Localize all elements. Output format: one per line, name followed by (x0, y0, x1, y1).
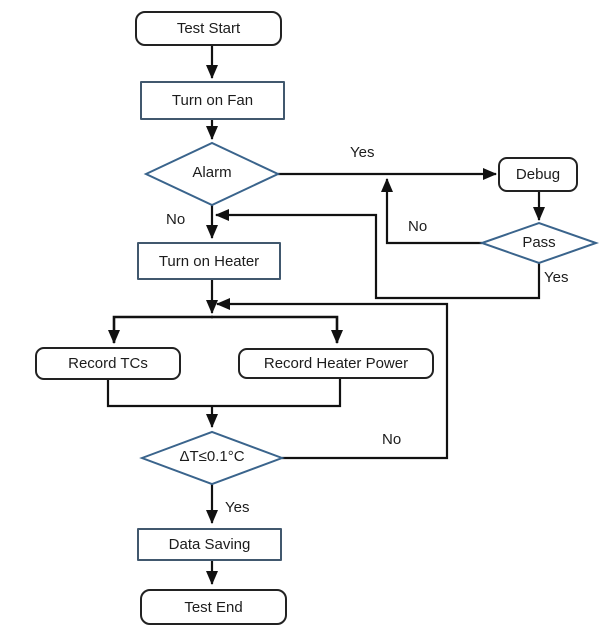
edge-label-pass-yes: Yes (544, 269, 569, 286)
node-test-start-label: Test Start (176, 20, 241, 37)
node-record-tcs: Record TCs (35, 347, 181, 380)
node-alarm-label: Alarm (192, 164, 232, 181)
edge-split-to-record-tcs (108, 315, 213, 344)
edge-split-to-record-heater-power (211, 315, 343, 344)
edge-record-merge (106, 378, 342, 408)
node-turn-on-heater-label: Turn on Heater (158, 252, 260, 270)
node-turn-on-heater: Turn on Heater (137, 242, 281, 280)
edge-label-delta-t-yes: Yes (225, 499, 250, 516)
node-test-end-label: Test End (184, 598, 243, 616)
node-delta-t-label: ΔT≤0.1°C (179, 448, 245, 465)
edge-pass-yes-return (215, 209, 541, 300)
node-turn-on-fan-label: Turn on Fan (171, 92, 254, 109)
node-data-saving-label: Data Saving (168, 536, 251, 553)
node-test-end: Test End (140, 589, 287, 625)
node-test-start: Test Start (135, 11, 282, 46)
node-pass-label: Pass (522, 234, 556, 251)
edge-label-alarm-no: No (166, 211, 186, 228)
edge-label-delta-t-no: No (382, 431, 402, 448)
node-debug: Debug (498, 157, 578, 192)
delta-t-decision-shape (139, 430, 285, 486)
edge-label-alarm-yes: Yes (350, 144, 375, 161)
node-record-heater-power: Record Heater Power (238, 348, 434, 379)
edge-pass-no-return (381, 178, 482, 245)
node-debug-label: Debug (515, 166, 561, 183)
edge-label-pass-no: No (408, 218, 428, 235)
pass-decision-shape (478, 221, 600, 265)
node-turn-on-fan: Turn on Fan (140, 81, 285, 120)
node-data-saving: Data Saving (137, 528, 282, 561)
edge-delta-t-no-return (216, 298, 449, 460)
node-record-tcs-label: Record TCs (68, 355, 148, 372)
node-record-heater-power-label: Record Heater Power (263, 355, 409, 372)
alarm-decision-shape (143, 141, 281, 207)
